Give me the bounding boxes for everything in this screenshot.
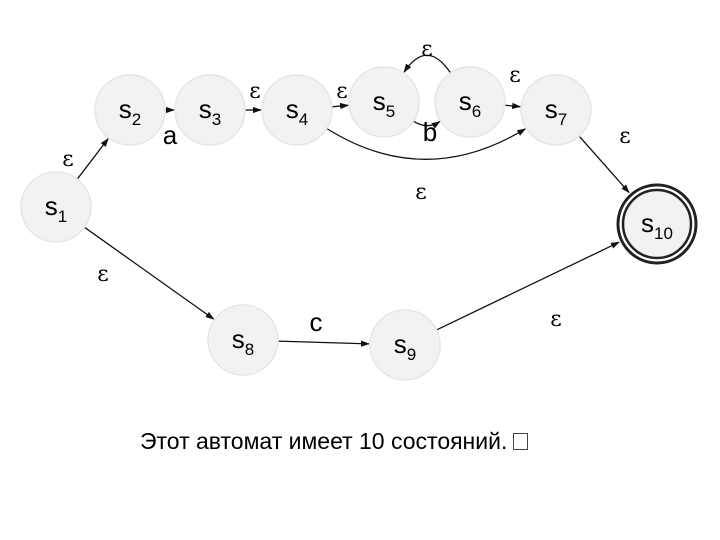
state-circle	[621, 188, 693, 260]
state-label-s8: s8	[232, 324, 254, 359]
state-label-s1: s1	[45, 191, 67, 226]
edge-label-s2-s3: a	[163, 120, 178, 150]
edge-label-s4-s7: ε	[415, 180, 426, 205]
edge-s5-s6	[412, 120, 441, 129]
edge-label-s8-s9: c	[310, 307, 323, 337]
state-label-s3: s3	[199, 94, 221, 129]
state-s8: s8	[207, 304, 279, 376]
edge-s7-s10	[578, 135, 630, 194]
edge-label-s4-s5: ε	[336, 79, 347, 104]
edge-s8-s9	[277, 340, 370, 347]
state-label-s10: s10	[641, 208, 673, 243]
state-label-s4: s4	[286, 94, 308, 129]
state-label-s7: s7	[545, 94, 567, 129]
state-s3: s3	[174, 74, 246, 146]
edge-label-s6-s5: ε	[421, 37, 432, 62]
state-circle	[261, 74, 333, 146]
state-s2: s2	[94, 74, 166, 146]
edge-label-s3-s4: ε	[249, 79, 260, 104]
state-s7: s7	[520, 74, 592, 146]
edge-label-s1-s8: ε	[97, 262, 108, 287]
edge-s6-s7	[504, 102, 522, 110]
edge-label-s7-s10: ε	[619, 124, 630, 149]
placeholder-box-icon	[513, 433, 529, 450]
state-s9: s9	[369, 309, 441, 381]
edge-label-s6-s7: ε	[509, 63, 520, 88]
edge-s4-s5	[331, 102, 350, 110]
final-state-ring	[616, 183, 698, 265]
state-circle	[207, 304, 279, 376]
edge-s9-s10	[436, 241, 620, 331]
edge-label-s1-s2: ε	[62, 147, 73, 172]
state-circle	[369, 309, 441, 381]
edge-s6-s5	[403, 54, 452, 74]
edge-s1-s8	[84, 226, 215, 320]
state-label-s6: s6	[459, 86, 481, 121]
state-circle	[434, 66, 506, 138]
edge-label-s5-s6: b	[423, 117, 437, 147]
state-s10: s10	[616, 183, 698, 265]
state-label-s5: s5	[373, 86, 395, 121]
state-label-s2: s2	[119, 94, 141, 129]
edge-s4-s7	[326, 127, 527, 160]
state-circle	[348, 66, 420, 138]
edge-s1-s2	[76, 137, 109, 180]
state-label-s9: s9	[394, 329, 416, 364]
state-s5: s5	[348, 66, 420, 138]
state-circle	[520, 74, 592, 146]
caption-text: Этот автомат имеет 10 состояний.	[140, 428, 508, 454]
state-circle	[174, 74, 246, 146]
edge-label-s9-s10: ε	[550, 307, 561, 332]
state-circle	[20, 171, 92, 243]
state-s1: s1	[20, 171, 92, 243]
caption: Этот автомат имеет 10 состояний.	[140, 428, 529, 455]
state-s6: s6	[434, 66, 506, 138]
state-s4: s4	[261, 74, 333, 146]
state-circle	[94, 74, 166, 146]
